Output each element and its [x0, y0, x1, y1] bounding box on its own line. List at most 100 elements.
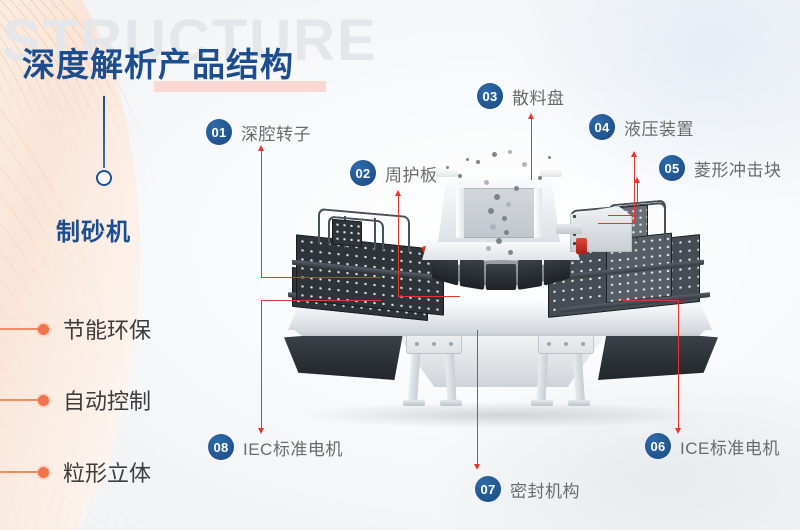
feature-bullet-dot-icon — [38, 323, 49, 335]
callout-06[interactable]: 06 ICE标准电机 — [645, 433, 780, 459]
leader-line-02 — [398, 195, 400, 297]
callout-label: 深腔转子 — [241, 124, 311, 144]
machine-side-skirt-right — [598, 328, 718, 380]
callout-badge-number: 05 — [659, 155, 685, 181]
material-grain — [538, 176, 542, 180]
machine-foot — [568, 400, 590, 406]
impact-block-center — [486, 264, 516, 290]
product-subtitle: 制砂机 — [56, 219, 131, 246]
feature-label: 自动控制 — [63, 389, 152, 414]
leader-arrow-08 — [258, 428, 264, 434]
callout-02[interactable]: 02 周护板 — [350, 160, 438, 186]
callout-badge-number: 02 — [350, 160, 376, 186]
leader-line-05 — [637, 182, 639, 216]
sand-making-machine-illustration — [270, 150, 730, 460]
page-title: 深度解析产品结构 — [22, 46, 294, 83]
material-grain — [490, 224, 496, 230]
leader-line-03 — [531, 118, 533, 180]
callout-01[interactable]: 01 深腔转子 — [206, 119, 311, 145]
leader-line-08 — [261, 300, 263, 428]
leader-line-01 — [261, 150, 263, 278]
material-grain — [508, 250, 513, 255]
callout-label: 散料盘 — [512, 88, 565, 108]
leader-arrow-04 — [631, 151, 637, 157]
callout-label: ICE标准电机 — [680, 438, 780, 458]
feature-item-2: 粒形立体 — [0, 456, 151, 488]
machine-ground-shadow — [300, 402, 700, 428]
feature-connector-line — [0, 328, 40, 330]
watermark-text: STRUCTURE — [2, 8, 378, 73]
callout-label: IEC标准电机 — [243, 439, 343, 459]
feature-item-0: 节能环保 — [0, 313, 151, 345]
callout-badge-number: 03 — [477, 83, 503, 109]
material-grain — [484, 180, 489, 185]
leader-line-05-h — [608, 215, 638, 217]
feature-label: 粒形立体 — [63, 461, 152, 486]
machine-distributor-base — [422, 238, 580, 260]
callout-badge-number: 06 — [645, 433, 671, 459]
callout-badge-number: 08 — [208, 434, 234, 460]
material-grain — [496, 238, 502, 244]
leader-arrow-07 — [474, 464, 480, 470]
feature-label: 节能环保 — [63, 318, 152, 343]
material-grain — [522, 162, 527, 167]
feature-bullet-dot-icon — [38, 466, 49, 478]
machine-foot — [440, 400, 462, 406]
material-grain — [506, 202, 511, 207]
subtitle-connector-line — [103, 96, 105, 168]
leader-line-04 — [634, 156, 636, 224]
material-grain — [488, 208, 494, 214]
leader-line-06 — [678, 300, 680, 428]
material-grain — [504, 230, 509, 235]
leader-arrow-01 — [258, 145, 264, 151]
material-grain — [494, 194, 500, 200]
callout-label: 菱形冲击块 — [694, 160, 782, 180]
callout-08[interactable]: 08 IEC标准电机 — [208, 434, 343, 460]
leader-line-02-h — [398, 296, 460, 298]
callout-label: 密封机构 — [510, 481, 580, 501]
hydraulic-arm — [556, 224, 582, 234]
railing-mesh-left — [332, 218, 362, 248]
leader-line-07 — [477, 330, 479, 465]
material-grain — [548, 156, 551, 159]
callout-07[interactable]: 07 密封机构 — [475, 476, 580, 502]
material-grain — [458, 174, 462, 178]
material-grain — [492, 152, 497, 157]
material-grain — [476, 160, 480, 164]
machine-foot — [403, 400, 425, 406]
callout-label: 周护板 — [385, 165, 438, 185]
feature-bullet-dot-icon — [38, 394, 49, 406]
leader-line-06-h — [620, 300, 679, 302]
callout-badge-number: 01 — [206, 119, 232, 145]
leader-line-08-h — [261, 300, 381, 302]
page-title-group: 深度解析产品结构 — [22, 46, 326, 92]
leader-arrow-03 — [528, 113, 534, 119]
hopper-column — [534, 188, 542, 238]
leader-arrow-06 — [675, 428, 681, 434]
leader-arrow-05 — [634, 177, 640, 183]
leader-line-04-h — [598, 223, 635, 225]
leader-arrow-02 — [395, 190, 401, 196]
hopper-column — [456, 188, 464, 238]
material-grain — [502, 216, 507, 221]
impact-block — [518, 256, 542, 290]
impact-block — [460, 256, 484, 290]
feature-connector-line — [0, 399, 40, 401]
machine-deck-edge — [288, 326, 712, 336]
machine-leg — [408, 345, 421, 403]
callout-badge-number: 07 — [475, 476, 501, 502]
title-highlight-bar — [154, 81, 326, 92]
hopper-lip-left — [436, 168, 458, 177]
material-grain — [466, 158, 469, 161]
callout-label: 液压装置 — [624, 119, 694, 139]
callout-04[interactable]: 04 液压装置 — [589, 114, 694, 140]
callout-03[interactable]: 03 散料盘 — [477, 83, 565, 109]
machine-leg — [536, 345, 549, 403]
callout-05[interactable]: 05 菱形冲击块 — [659, 155, 782, 181]
hydraulic-red-cylinder — [576, 238, 587, 254]
feature-item-1: 自动控制 — [0, 384, 151, 416]
feature-connector-line — [0, 471, 40, 473]
material-grain — [446, 166, 449, 169]
material-grain — [508, 150, 512, 154]
